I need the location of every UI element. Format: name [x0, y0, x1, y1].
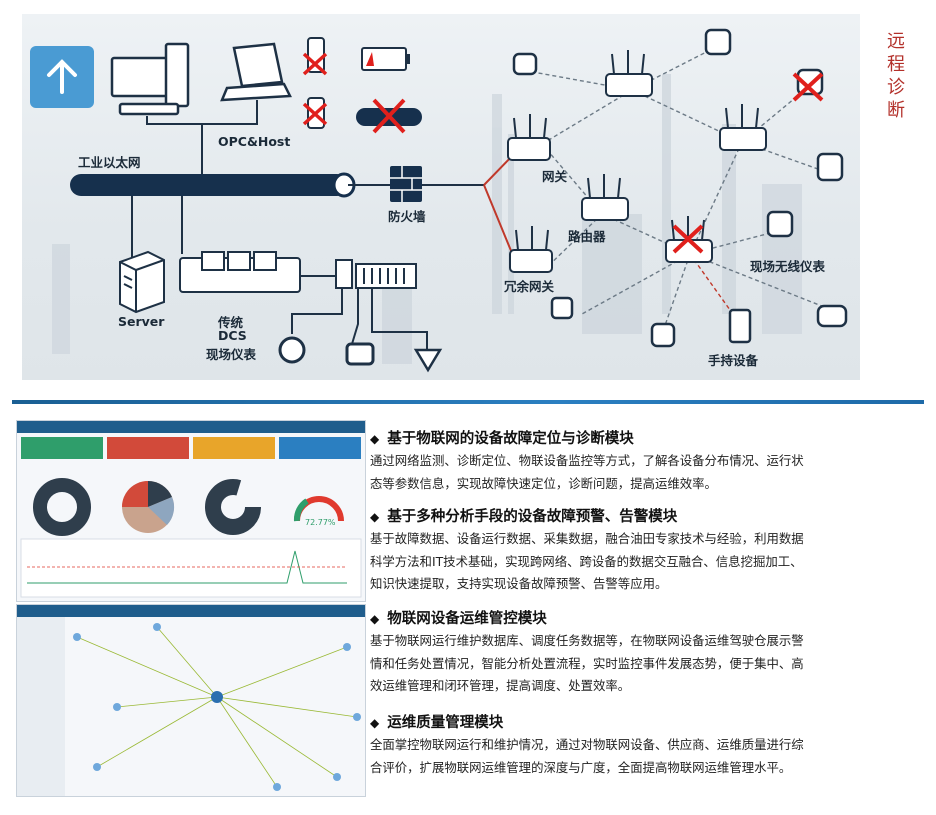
- pie-chart: [122, 481, 175, 533]
- module-title: ◆运维质量管理模块: [370, 715, 504, 731]
- label-dcs-2: DCS: [218, 328, 247, 343]
- module-desc-line: 基于物联网运行维护数据库、调度任务数据等，在物联网设备运维驾驶仓展示警: [370, 633, 804, 648]
- label-dcs-1: 传统: [218, 315, 244, 330]
- label-gateway: 网关: [542, 169, 568, 184]
- label-wireless-instruments: 现场无线仪表: [750, 259, 826, 274]
- dcs-console-icon: [179, 251, 417, 293]
- module-ops-control: ◆物联网设备运维管控模块 基于物联网运行维护数据库、调度任务数据等，在物联网设备…: [370, 608, 918, 698]
- dcs-field-instrument-icon: [278, 336, 443, 373]
- donut-chart-2: [205, 479, 261, 535]
- label-router: 路由器: [568, 229, 606, 244]
- module-title: ◆基于多种分析手段的设备故障预警、告警模块: [370, 509, 678, 525]
- faulty-sensor-icon: [302, 37, 328, 129]
- module-title: ◆物联网设备运维管控模块: [370, 611, 547, 627]
- module-quality-management: ◆运维质量管理模块 全面掌控物联网运行和维护情况，通过对物联网设备、供应商、运维…: [370, 712, 918, 779]
- dashboard-screenshot: 72.77%: [16, 420, 366, 602]
- module-desc-line: 基于故障数据、设备运行数据、采集数据，融合油田专家技术与经验，利用数据: [370, 531, 804, 546]
- module-desc-line: 态等参数信息，实现故障快速定位，诊断问题，提高运维效率。: [370, 475, 717, 491]
- donut-chart-1: [33, 478, 91, 536]
- gauge-chart: 72.77%: [293, 496, 344, 527]
- diamond-bullet-icon: ◆: [370, 432, 380, 446]
- module-desc-line: 全面掌控物联网运行和维护情况，通过对物联网设备、供应商、运维质量进行综: [370, 737, 804, 752]
- label-handheld: 手持设备: [708, 353, 759, 368]
- diamond-bullet-icon: ◆: [370, 612, 380, 626]
- gauge-value: 72.77%: [305, 518, 336, 527]
- module-fault-diagnosis: ◆基于物联网的设备故障定位与诊断模块 通过网络监测、诊断定位、物联设备监控等方式…: [370, 428, 918, 495]
- label-dcs-3: 现场仪表: [206, 347, 257, 362]
- workstation-icon: [110, 42, 190, 116]
- low-battery-icon: [361, 47, 410, 71]
- module-desc-line: 效运维管理和闭环管理，提高调度、处置效率。: [370, 678, 631, 693]
- system-screenshots: 72.77%: [16, 420, 366, 797]
- label-opc-host: OPC&Host: [218, 134, 291, 149]
- section-divider: [12, 400, 924, 404]
- broken-pipe-icon: [356, 98, 422, 134]
- laptop-icon: [220, 42, 292, 102]
- diamond-bullet-icon: ◆: [370, 716, 380, 730]
- ethernet-pipe: [70, 172, 356, 198]
- wireless-instrument-icon: [512, 28, 848, 348]
- label-firewall: 防火墙: [388, 209, 426, 224]
- module-title: ◆基于物联网的设备故障定位与诊断模块: [370, 431, 634, 447]
- module-desc-line: 合评价，扩展物联网运维管理的深度与广度，全面提高物联网运维管理水平。: [370, 759, 792, 775]
- module-desc-line: 科学方法和IT技术基础，实现跨网络、跨设备的数据交互融合、信息挖掘加工、: [370, 553, 803, 569]
- upload-icon: [30, 46, 94, 108]
- label-industrial-ethernet: 工业以太网: [78, 155, 141, 170]
- label-server: Server: [118, 314, 165, 329]
- module-desc-line: 知识快速提取，支持实现设备故障预警、告警等应用。: [370, 576, 668, 591]
- network-topology-screenshot: [16, 604, 366, 797]
- label-redundant-gateway: 冗余网关: [504, 279, 555, 294]
- iot-architecture-diagram: OPC&Host 工业以太网 防火墙 网关 路由器 冗余网关 Server 传统…: [22, 14, 860, 380]
- server-icon: [119, 250, 165, 314]
- diamond-bullet-icon: ◆: [370, 510, 380, 524]
- handheld-device-icon: [728, 308, 752, 344]
- module-fault-warning: ◆基于多种分析手段的设备故障预警、告警模块 基于故障数据、设备运行数据、采集数据…: [370, 506, 918, 596]
- module-desc-line: 通过网络监测、诊断定位、物联设备监控等方式，了解各设备分布情况、运行状: [370, 453, 804, 468]
- firewall-icon: [390, 166, 422, 202]
- module-desc-line: 情和任务处置情况，智能分析处置流程，实时监控事件发展态势，便于集中、高: [370, 655, 804, 671]
- gateway-icon: [507, 50, 767, 273]
- remote-diagnosis-title: 远程诊断: [887, 31, 905, 121]
